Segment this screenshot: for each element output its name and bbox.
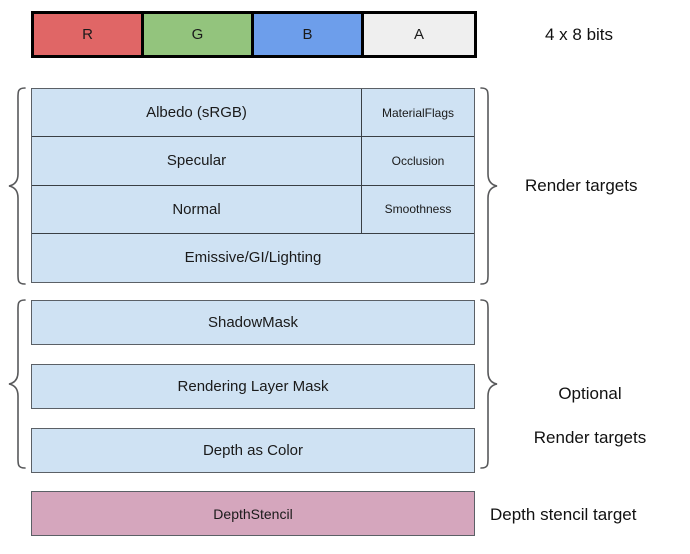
rt-cell-specular: Specular	[166, 152, 227, 170]
rt-alpha-smoothness: Smoothness	[361, 185, 474, 233]
optional-targets-annotation: Optional Render targets	[510, 361, 670, 471]
optional-targets-right-brace	[478, 298, 500, 470]
table-row: Specular Occlusion	[32, 137, 474, 186]
table-row: Emissive/GI/Lighting	[32, 234, 474, 282]
channel-cell-a: A	[364, 14, 474, 55]
rt-cell-normal: Normal	[172, 200, 221, 218]
channel-bar-annotation: 4 x 8 bits	[545, 25, 614, 44]
channel-cell-r: R	[34, 14, 144, 55]
render-targets-table: Albedo (sRGB) MaterialFlags Specular Occ…	[31, 88, 475, 283]
rt-alpha-occlusion: Occlusion	[361, 137, 474, 185]
channel-label-a: A	[413, 26, 424, 43]
optional-targets-annotation-line1: Optional	[558, 384, 622, 403]
render-targets-left-brace	[6, 86, 28, 286]
table-row: Albedo (sRGB) MaterialFlags	[32, 89, 474, 138]
channel-label-g: G	[191, 26, 204, 43]
table-row: Normal Smoothness	[32, 185, 474, 234]
rt-cell-emissive: Emissive/GI/Lighting	[184, 249, 322, 267]
channel-label-r: R	[82, 26, 93, 43]
rt-alpha-materialflags: MaterialFlags	[361, 89, 474, 137]
optional-box-shadowmask: ShadowMask	[31, 300, 475, 345]
optional-box-label: Rendering Layer Mask	[177, 378, 329, 395]
channel-label-b: B	[302, 26, 313, 43]
rt-cell-albedo: Albedo (sRGB)	[146, 104, 247, 122]
optional-box-depth-as-color: Depth as Color	[31, 428, 475, 473]
render-targets-right-brace	[478, 86, 500, 286]
channel-cell-b: B	[254, 14, 364, 55]
optional-targets-annotation-line2: Render targets	[533, 428, 647, 447]
depth-stencil-box: DepthStencil	[31, 491, 475, 536]
channel-bar: R G B A	[31, 11, 477, 58]
channel-cell-g: G	[144, 14, 254, 55]
render-targets-annotation: Render targets	[525, 176, 638, 195]
optional-box-label: Depth as Color	[202, 442, 304, 459]
depth-stencil-box-label: DepthStencil	[213, 505, 293, 522]
optional-box-label: ShadowMask	[207, 314, 299, 331]
depth-stencil-annotation: Depth stencil target	[490, 505, 637, 524]
optional-targets-left-brace	[6, 298, 28, 470]
optional-box-rendering-layer-mask: Rendering Layer Mask	[31, 364, 475, 409]
